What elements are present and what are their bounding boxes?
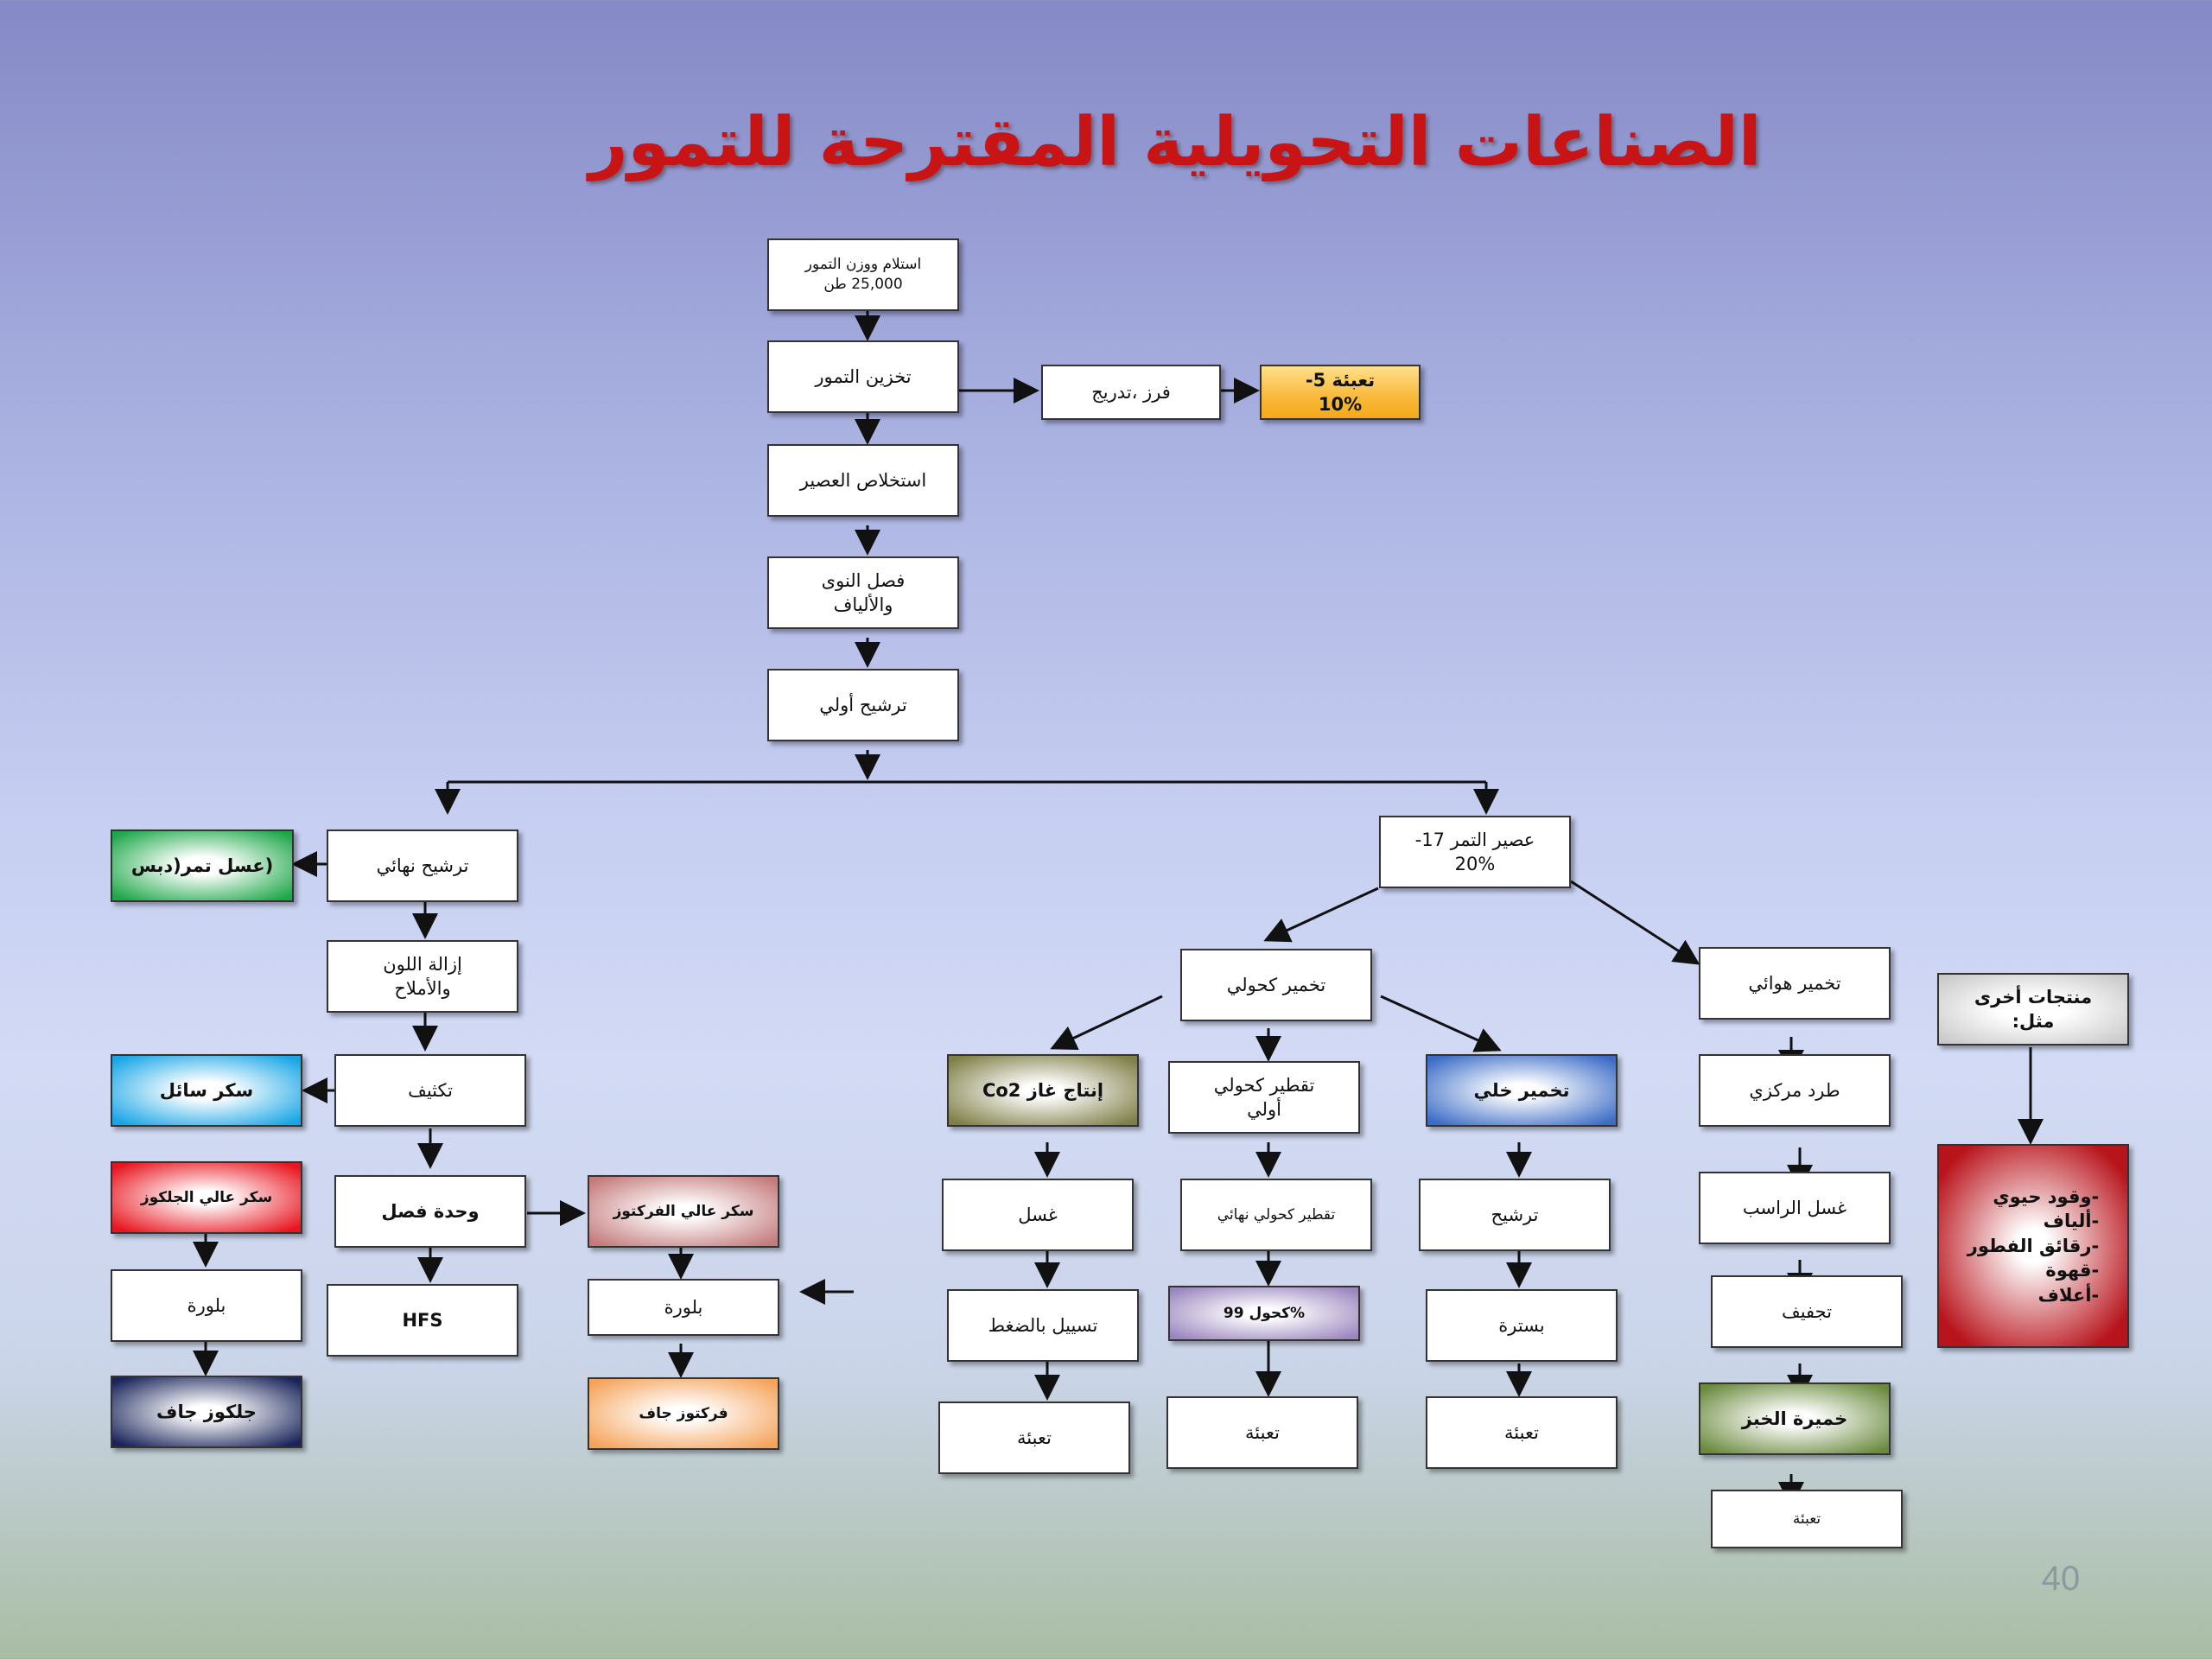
- box-concentration: تكثيف: [334, 1054, 526, 1127]
- box-crystallization-mid: بلورة: [588, 1279, 779, 1336]
- box-final-distillation: تقطير كحولي نهائي: [1180, 1179, 1372, 1251]
- box-pits-fiber-separation: فصل النوى والألياف: [767, 556, 959, 629]
- box-primary-filtration: ترشيح أولي: [767, 669, 959, 741]
- box-co2-production: إنتاج غاز Co2: [947, 1054, 1139, 1127]
- box-packaging-co2: تعبئة: [938, 1402, 1130, 1474]
- box-high-glucose-sugar: سكر عالي الجلكوز: [111, 1161, 302, 1234]
- box-receive-weigh: استلام ووزن التمور 25,000 طن: [767, 238, 959, 311]
- box-pasteurization: بسترة: [1426, 1289, 1618, 1362]
- box-packaging-yeast: تعبئة: [1711, 1490, 1903, 1548]
- box-packaging-alcohol: تعبئة: [1166, 1396, 1358, 1469]
- box-high-fructose-sugar: سكر عالي الفركتوز: [588, 1175, 779, 1248]
- box-packaging-vinegar: تعبئة: [1426, 1396, 1618, 1469]
- arrow-alcoholic-co2: [1050, 995, 1163, 1051]
- box-liquid-sugar: سكر سائل: [111, 1054, 302, 1127]
- box-aerobic-fermentation: تخمير هوائي: [1699, 947, 1891, 1020]
- box-alcohol-99: %كحول 99: [1168, 1286, 1360, 1341]
- box-filtration-vinegar: ترشيح: [1419, 1179, 1611, 1251]
- box-separation-unit: وحدة فصل: [334, 1175, 526, 1248]
- box-storage: تخزين التمور: [767, 340, 959, 413]
- box-juice-extraction: استخلاص العصير: [767, 444, 959, 517]
- box-date-honey: (عسل تمر(دبس: [111, 830, 294, 902]
- box-dry-fructose: فركتوز جاف: [588, 1377, 779, 1450]
- box-centrifuge: طرد مركزي: [1699, 1054, 1891, 1127]
- box-alcoholic-fermentation: تخمير كحولي: [1180, 949, 1372, 1021]
- box-vinegar-fermentation: تخمير خلي: [1426, 1054, 1618, 1127]
- box-other-products-list: -وقود حيوي -ألياف -رقائق الفطور -قهوة -أ…: [1937, 1144, 2129, 1348]
- box-other-products: منتجات أخرى مثل:: [1937, 973, 2129, 1046]
- box-drying: تجفيف: [1711, 1275, 1903, 1348]
- page-number: 40: [2041, 1560, 2081, 1598]
- box-baker-yeast: خميرة الخبز: [1699, 1382, 1891, 1455]
- arrow-juice-aerobic: [1570, 880, 1700, 965]
- slide-title: الصناعات التحويلية المقترحة للتمور: [588, 104, 1762, 181]
- box-final-filtration: ترشيح نهائي: [327, 830, 518, 902]
- box-washing: غسل: [942, 1179, 1134, 1251]
- box-decolorize: إزالة اللون والأملاح: [327, 940, 518, 1013]
- box-crystallization-left: بلورة: [111, 1269, 302, 1342]
- box-date-juice: عصير التمر 17- 20%: [1379, 816, 1571, 888]
- box-sediment-washing: غسل الراسب: [1699, 1172, 1891, 1244]
- box-pressure-liquefaction: تسييل بالضغط: [947, 1289, 1139, 1362]
- box-hfs: HFS: [327, 1284, 518, 1357]
- arrow-alcoholic-vinegar: [1380, 995, 1502, 1052]
- box-sorting: فرز ،تدريج: [1041, 365, 1221, 420]
- box-primary-distillation: تقطير كحولي أولي: [1168, 1061, 1360, 1134]
- arrow-juice-alcoholic: [1263, 887, 1379, 943]
- box-dry-glucose: جلكوز جاف: [111, 1376, 302, 1448]
- box-packaging-percent: تعبئة 5- 10%: [1260, 365, 1421, 420]
